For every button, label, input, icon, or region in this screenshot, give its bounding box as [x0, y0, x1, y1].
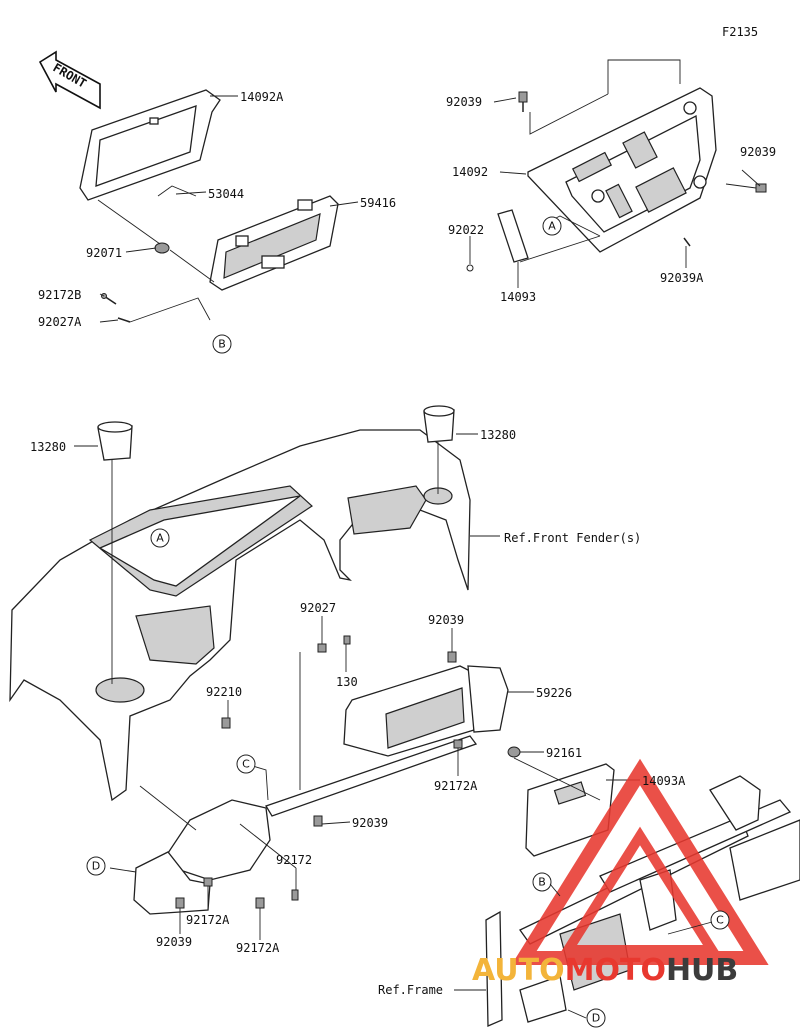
callout-B-top: B: [212, 334, 232, 354]
part-14092A-frame: [79, 89, 221, 201]
label-92039-right: 92039: [740, 145, 776, 159]
svg-text:B: B: [538, 876, 546, 889]
label-92039-mid: 92039: [428, 613, 464, 627]
part-92161-grommet: [507, 746, 521, 758]
svg-text:D: D: [592, 1012, 600, 1025]
part-92027-fastener: [317, 643, 327, 653]
label-14092: 14092: [452, 165, 488, 179]
watermark-logo: [511, 758, 769, 965]
label-14092A: 14092A: [240, 90, 284, 104]
label-130: 130: [336, 675, 358, 689]
part-92039-low-fastener: [313, 815, 323, 827]
part-14092-meter-panel: [527, 87, 717, 253]
part-92022-washer: [466, 264, 474, 272]
part-53044-hook: [157, 185, 197, 197]
label-92172A-low2: 92172A: [236, 941, 280, 955]
label-92039-bottom: 92039: [156, 935, 192, 949]
svg-text:C: C: [242, 758, 250, 771]
label-92039-low: 92039: [352, 816, 388, 830]
label-59226: 59226: [536, 686, 572, 700]
watermark-text-moto: MOTO: [565, 953, 666, 988]
label-92172: 92172: [276, 853, 312, 867]
watermark-text: AUTOMOTOHUB: [472, 953, 738, 988]
watermark-text-hub: HUB: [666, 953, 738, 988]
part-130-bolt: [343, 635, 351, 645]
part-92039-bottom-fastener: [175, 897, 185, 909]
part-92039-mid-fastener: [447, 651, 457, 663]
label-92027A: 92027A: [38, 315, 82, 329]
label-92027: 92027: [300, 601, 336, 615]
callout-B-frame: B: [532, 872, 552, 892]
label-92039-top: 92039: [446, 95, 482, 109]
callout-A-top: A: [542, 216, 562, 236]
part-13280-right-cup: [423, 405, 455, 443]
part-59416-board: [209, 195, 339, 291]
figure-id: F2135: [722, 25, 758, 39]
part-92071-grommet: [154, 242, 170, 254]
callout-C-mid: C: [236, 754, 256, 774]
label-92210: 92210: [206, 685, 242, 699]
part-59226-glove-box: [343, 665, 509, 757]
ref-frame: Ref.Frame: [378, 983, 443, 997]
part-lower-trim: [133, 735, 478, 915]
callout-A-dash: A: [150, 528, 170, 548]
svg-text:A: A: [548, 220, 556, 233]
label-13280-right: 13280: [480, 428, 516, 442]
part-92172B-screw: [101, 293, 117, 305]
label-53044: 53044: [208, 187, 244, 201]
part-92039-right-fastener: [755, 183, 767, 193]
part-92172A-low2-screw: [255, 897, 265, 909]
callout-C-frame: C: [710, 910, 730, 930]
callout-D-left: D: [86, 856, 106, 876]
part-14093-bracket: [497, 209, 529, 263]
part-92027A-clip: [117, 317, 131, 323]
label-92039A: 92039A: [660, 271, 704, 285]
label-14093: 14093: [500, 290, 536, 304]
svg-text:A: A: [156, 532, 164, 545]
part-92172A-low1-screw: [203, 877, 213, 887]
label-14093A: 14093A: [642, 774, 686, 788]
part-13280-left-cup: [97, 421, 133, 461]
label-13280-left: 13280: [30, 440, 66, 454]
label-59416: 59416: [360, 196, 396, 210]
svg-text:C: C: [716, 914, 724, 927]
front-arrow-icon: FRONT: [38, 50, 101, 110]
part-92039-top-fastener: [518, 91, 528, 112]
watermark-text-auto: AUTO: [472, 953, 565, 988]
label-92172A-mid: 92172A: [434, 779, 478, 793]
label-92172A-low1: 92172A: [186, 913, 230, 927]
part-92172A-mid-screw: [453, 739, 463, 749]
label-92022: 92022: [448, 223, 484, 237]
label-92161: 92161: [546, 746, 582, 760]
part-92039A-clip: [683, 237, 691, 247]
svg-text:D: D: [92, 860, 100, 873]
label-92071: 92071: [86, 246, 122, 260]
label-92172B: 92172B: [38, 288, 81, 302]
ref-front-fender: Ref.Front Fender(s): [504, 531, 641, 545]
callout-D-frame: D: [586, 1008, 606, 1028]
part-92172-screw: [291, 889, 299, 901]
svg-text:B: B: [218, 338, 226, 351]
part-92210-nut: [221, 717, 231, 729]
part-dash-body: [9, 429, 471, 802]
